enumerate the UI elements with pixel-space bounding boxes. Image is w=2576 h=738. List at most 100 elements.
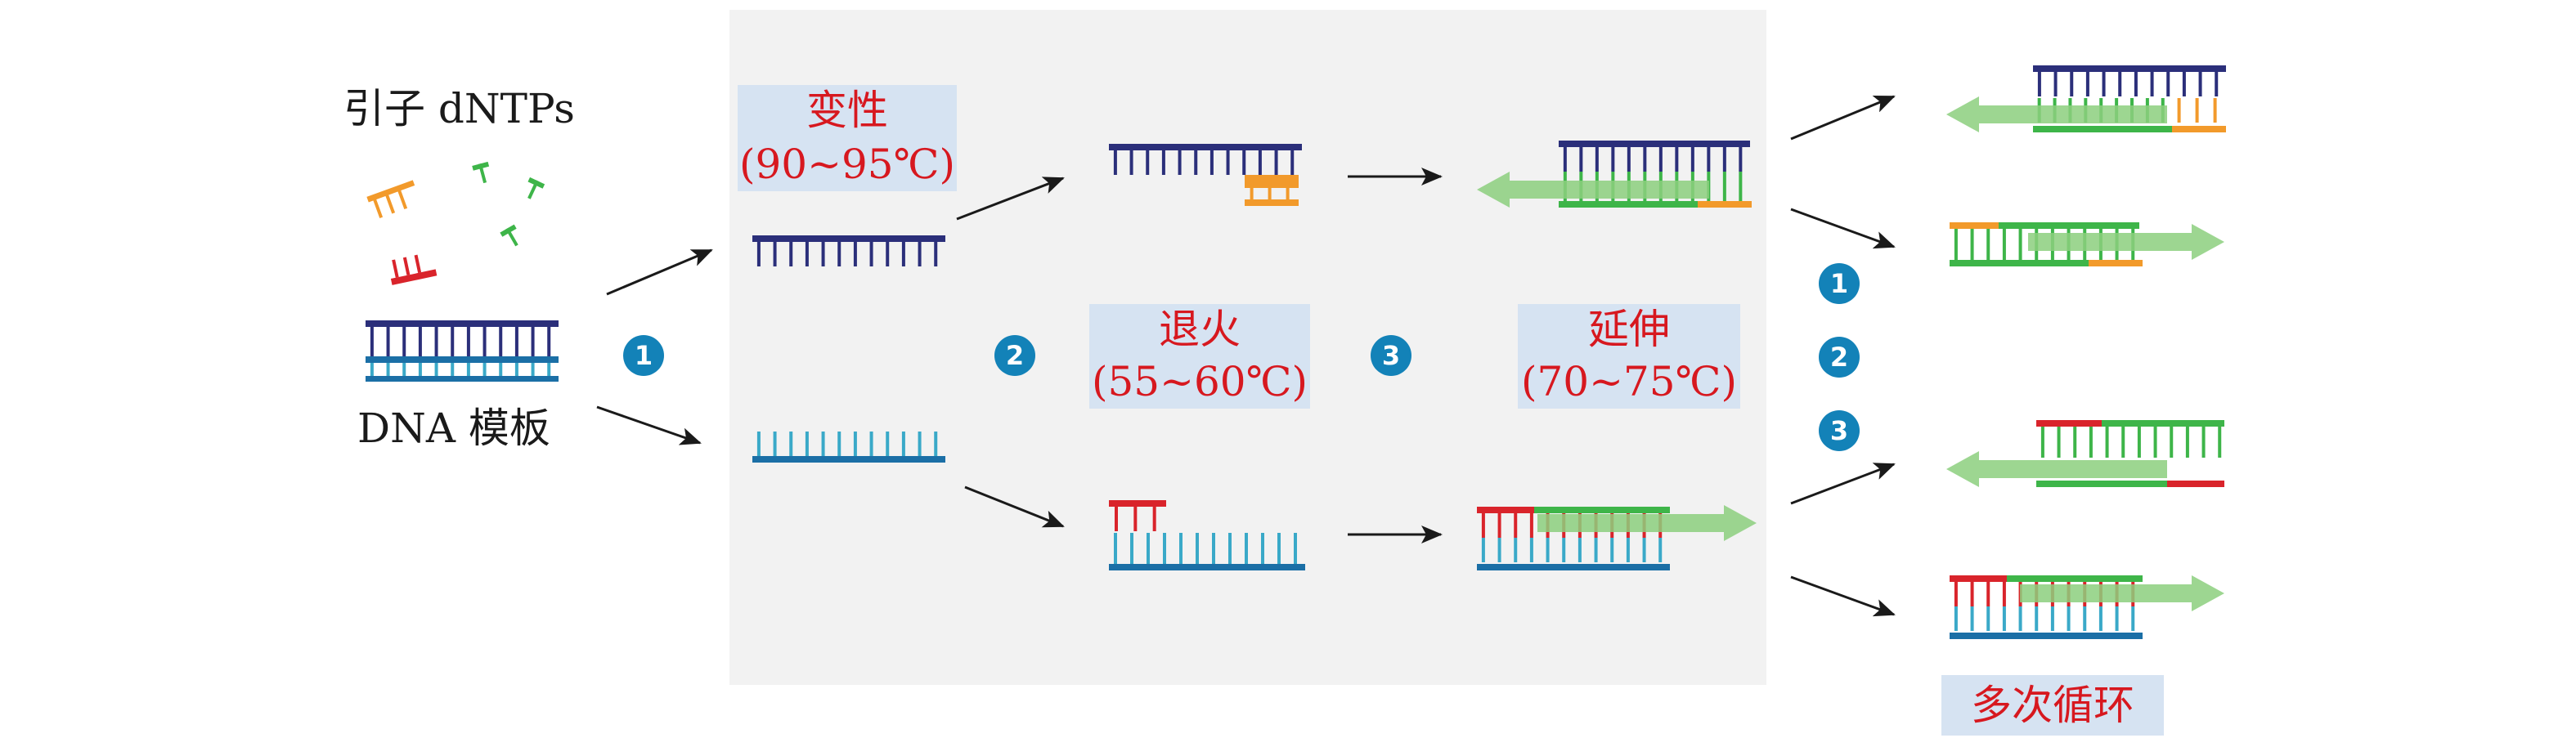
product-4-tooth <box>2018 606 2022 631</box>
extension-top-strand-tooth <box>1627 147 1631 172</box>
annealed-top-strand-tooth <box>1242 150 1246 175</box>
denatured-top-strand-tooth <box>756 242 761 266</box>
product-3-bottom-new <box>2036 481 2167 487</box>
product-1-top-strand-tooth <box>2150 72 2154 96</box>
step-badge-2-right: 2 <box>1819 337 1860 378</box>
annealed-orange-tooth <box>1250 175 1254 199</box>
extension-bottom-primer-tooth <box>1514 513 1518 538</box>
primer-icon-red <box>390 254 438 285</box>
step-badge-1-left: 1 <box>623 335 664 376</box>
step-badge-3-middle: 3 <box>1371 335 1411 376</box>
product-4-arrow <box>2020 575 2224 611</box>
product-4-tooth <box>2050 606 2054 631</box>
product-4-tooth <box>2131 606 2135 631</box>
denatured-bottom-strand-tooth <box>853 432 857 456</box>
extension-bottom-backbone <box>1477 564 1670 570</box>
annealed-top-strand-tooth <box>1258 150 1262 175</box>
product-1-top-strand-tooth <box>2037 72 2041 96</box>
extension-bottom-primer-tooth <box>1481 513 1485 538</box>
product-4-tooth <box>1954 606 1958 631</box>
annealed-orange-tooth <box>1268 175 1272 199</box>
denatured-bottom-backbone-dark <box>752 456 945 463</box>
template-tooth-bottom <box>482 363 487 376</box>
template-tooth-bottom <box>451 363 455 376</box>
dntp-icon <box>527 177 545 199</box>
template-tooth-bottom <box>499 363 503 376</box>
denatured-top-strand-tooth <box>886 242 890 266</box>
extension-bottom-tooth <box>1626 538 1630 562</box>
product-1-top-strand-tooth <box>2102 72 2106 96</box>
extension-bottom-tooth <box>1481 538 1485 562</box>
product-4-tooth <box>2035 606 2039 631</box>
denatured-top-strand-tooth <box>901 242 905 266</box>
product-2-tooth <box>1954 229 1958 260</box>
product-1-top-strand-tooth <box>2085 72 2089 96</box>
annealed-bottom-tooth <box>1261 533 1264 564</box>
extend-temp: (70~75℃) <box>1520 358 1738 405</box>
denatured-bottom-strand-tooth <box>886 432 890 456</box>
product-3-tooth <box>2201 427 2206 458</box>
extension-top-strand-tooth <box>1595 147 1599 172</box>
template-tooth <box>482 327 487 356</box>
annealed-top-strand-tooth <box>1129 150 1133 175</box>
product-3-tooth <box>2137 427 2141 458</box>
extension-bottom-tooth <box>1577 538 1582 562</box>
anneal-title: 退火 <box>1159 306 1241 353</box>
annealed-red-tooth <box>1115 507 1118 531</box>
denature-title: 变性 <box>806 87 888 134</box>
product-1-primer-tooth <box>2195 98 2199 123</box>
annealed-top-strand-tooth <box>1274 150 1278 175</box>
product-2-tooth <box>1970 229 1974 260</box>
annealed-top-strand-tooth <box>1226 150 1230 175</box>
template-tooth-bottom <box>418 363 422 376</box>
product-3-tooth <box>2121 427 2125 458</box>
product-3-new-strand <box>2102 420 2224 427</box>
template-tooth <box>418 327 422 356</box>
product-2-tooth <box>2002 229 2006 260</box>
extension-bottom-tooth <box>1514 538 1518 562</box>
product-1-arrow <box>1946 96 2167 132</box>
template-tooth-bottom <box>466 363 470 376</box>
product-3-bottom-primer <box>2167 481 2224 487</box>
product-1-top-strand-backbone <box>2033 65 2226 72</box>
product-4-tooth <box>1986 606 1990 631</box>
annealed-orange-tooth <box>1286 175 1290 199</box>
denatured-bottom-strand-tooth <box>805 432 809 456</box>
template-tooth <box>451 327 455 356</box>
denatured-bottom-strand-tooth <box>756 432 761 456</box>
product-1-primer <box>2172 126 2226 132</box>
step-badge-1-right: 1 <box>1819 263 1860 304</box>
anneal-label-box: 退火 (55~60℃) <box>1089 304 1310 409</box>
product-2-new-strand <box>1999 222 2139 229</box>
template-tooth <box>547 327 551 356</box>
product-4-tooth <box>2002 606 2006 631</box>
extension-top-new-tooth <box>1722 172 1726 201</box>
annealed-top-strand-tooth <box>1161 150 1165 175</box>
product-4-primer-tooth <box>1970 582 1974 606</box>
product-3-tooth <box>2153 427 2157 458</box>
step-badge-3-right: 3 <box>1819 410 1860 451</box>
step-badge-2-middle: 2 <box>994 335 1035 376</box>
product-4-tooth <box>2067 606 2071 631</box>
denatured-bottom-strand-tooth <box>869 432 873 456</box>
denatured-top-strand-tooth <box>934 242 938 266</box>
arrow-product-1 <box>1790 95 1896 141</box>
template-top-backbone <box>366 320 559 327</box>
extension-top-strand-backbone <box>1559 141 1750 147</box>
product-1-top-strand-tooth <box>2134 72 2138 96</box>
extension-bottom-tooth <box>1546 538 1550 562</box>
dna-template-label: DNA 模板 <box>357 405 550 452</box>
product-3-tooth <box>2040 427 2044 458</box>
product-4-tooth <box>2083 606 2087 631</box>
product-1-primer-tooth <box>2177 98 2181 123</box>
template-tooth-bottom <box>434 363 438 376</box>
product-4-tooth <box>2115 606 2119 631</box>
denatured-bottom-strand-tooth <box>773 432 777 456</box>
extension-top-arrow <box>1477 172 1709 208</box>
template-tooth <box>499 327 503 356</box>
product-1-top-strand-tooth <box>2118 72 2122 96</box>
extend-label-box: 延伸 (70~75℃) <box>1518 304 1740 409</box>
annealed-bottom-backbone <box>1109 564 1305 570</box>
product-2-bottom-new <box>1950 260 2089 266</box>
